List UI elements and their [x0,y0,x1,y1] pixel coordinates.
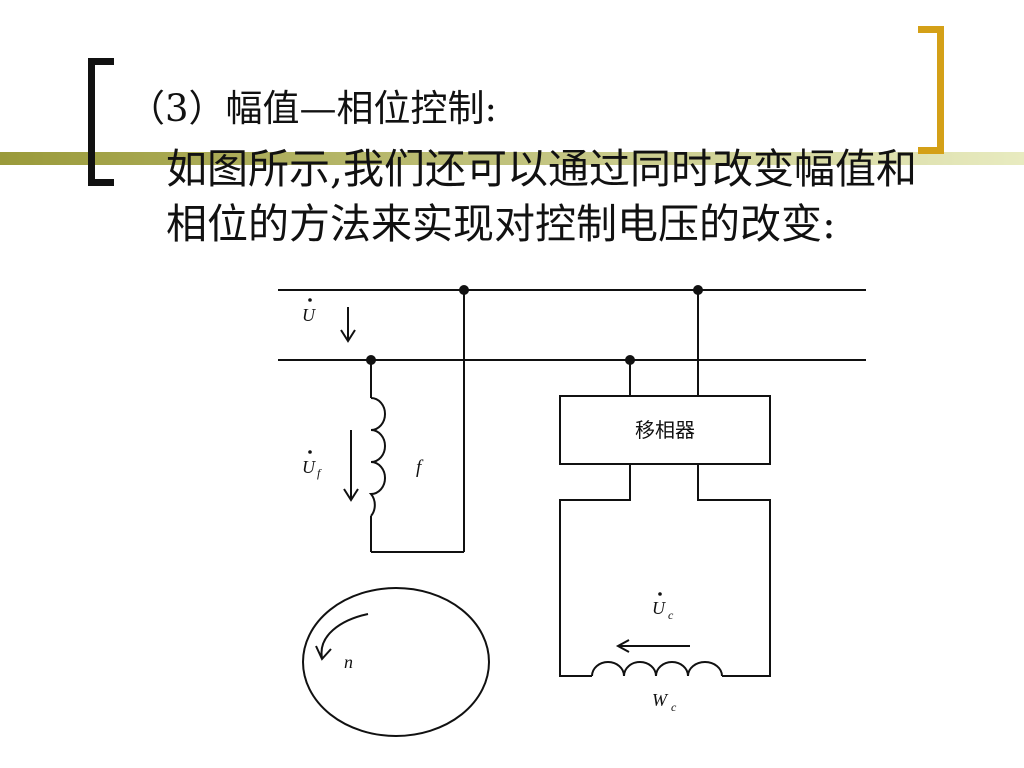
field-voltage-arrow [343,430,359,502]
control-voltage-arrow [615,639,690,653]
slide-body-text: 如图所示,我们还可以通过同时改变幅值和相位的方法来实现对控制电压的改变: [166,145,918,248]
supply-voltage-label: U [302,305,316,325]
phase-shifter-box [559,395,771,465]
speed-label: n [344,652,353,672]
header-band [0,152,1024,165]
dot-accent [308,450,312,454]
left-bracket-decoration [88,58,114,186]
field-winding-label: f [416,457,424,478]
control-winding-label: W [652,690,669,710]
right-bracket-decoration [918,26,944,154]
dot-accent [308,298,312,302]
dot-accent [658,592,662,596]
rotation-arrow [315,613,369,661]
slide-heading: （3）幅值—相位控制: [128,87,498,130]
supply-voltage-arrow [340,307,356,343]
control-winding-subscript: c [671,700,677,714]
phase-shifter-label: 移相器 [635,419,695,442]
control-voltage-label: U [652,598,666,618]
field-voltage-subscript: f [317,466,322,480]
control-voltage-subscript: c [668,608,674,622]
rotor-ellipse [302,587,490,737]
control-winding-coil [591,661,723,677]
field-winding-coil [368,397,386,517]
field-voltage-label: U [302,457,316,477]
